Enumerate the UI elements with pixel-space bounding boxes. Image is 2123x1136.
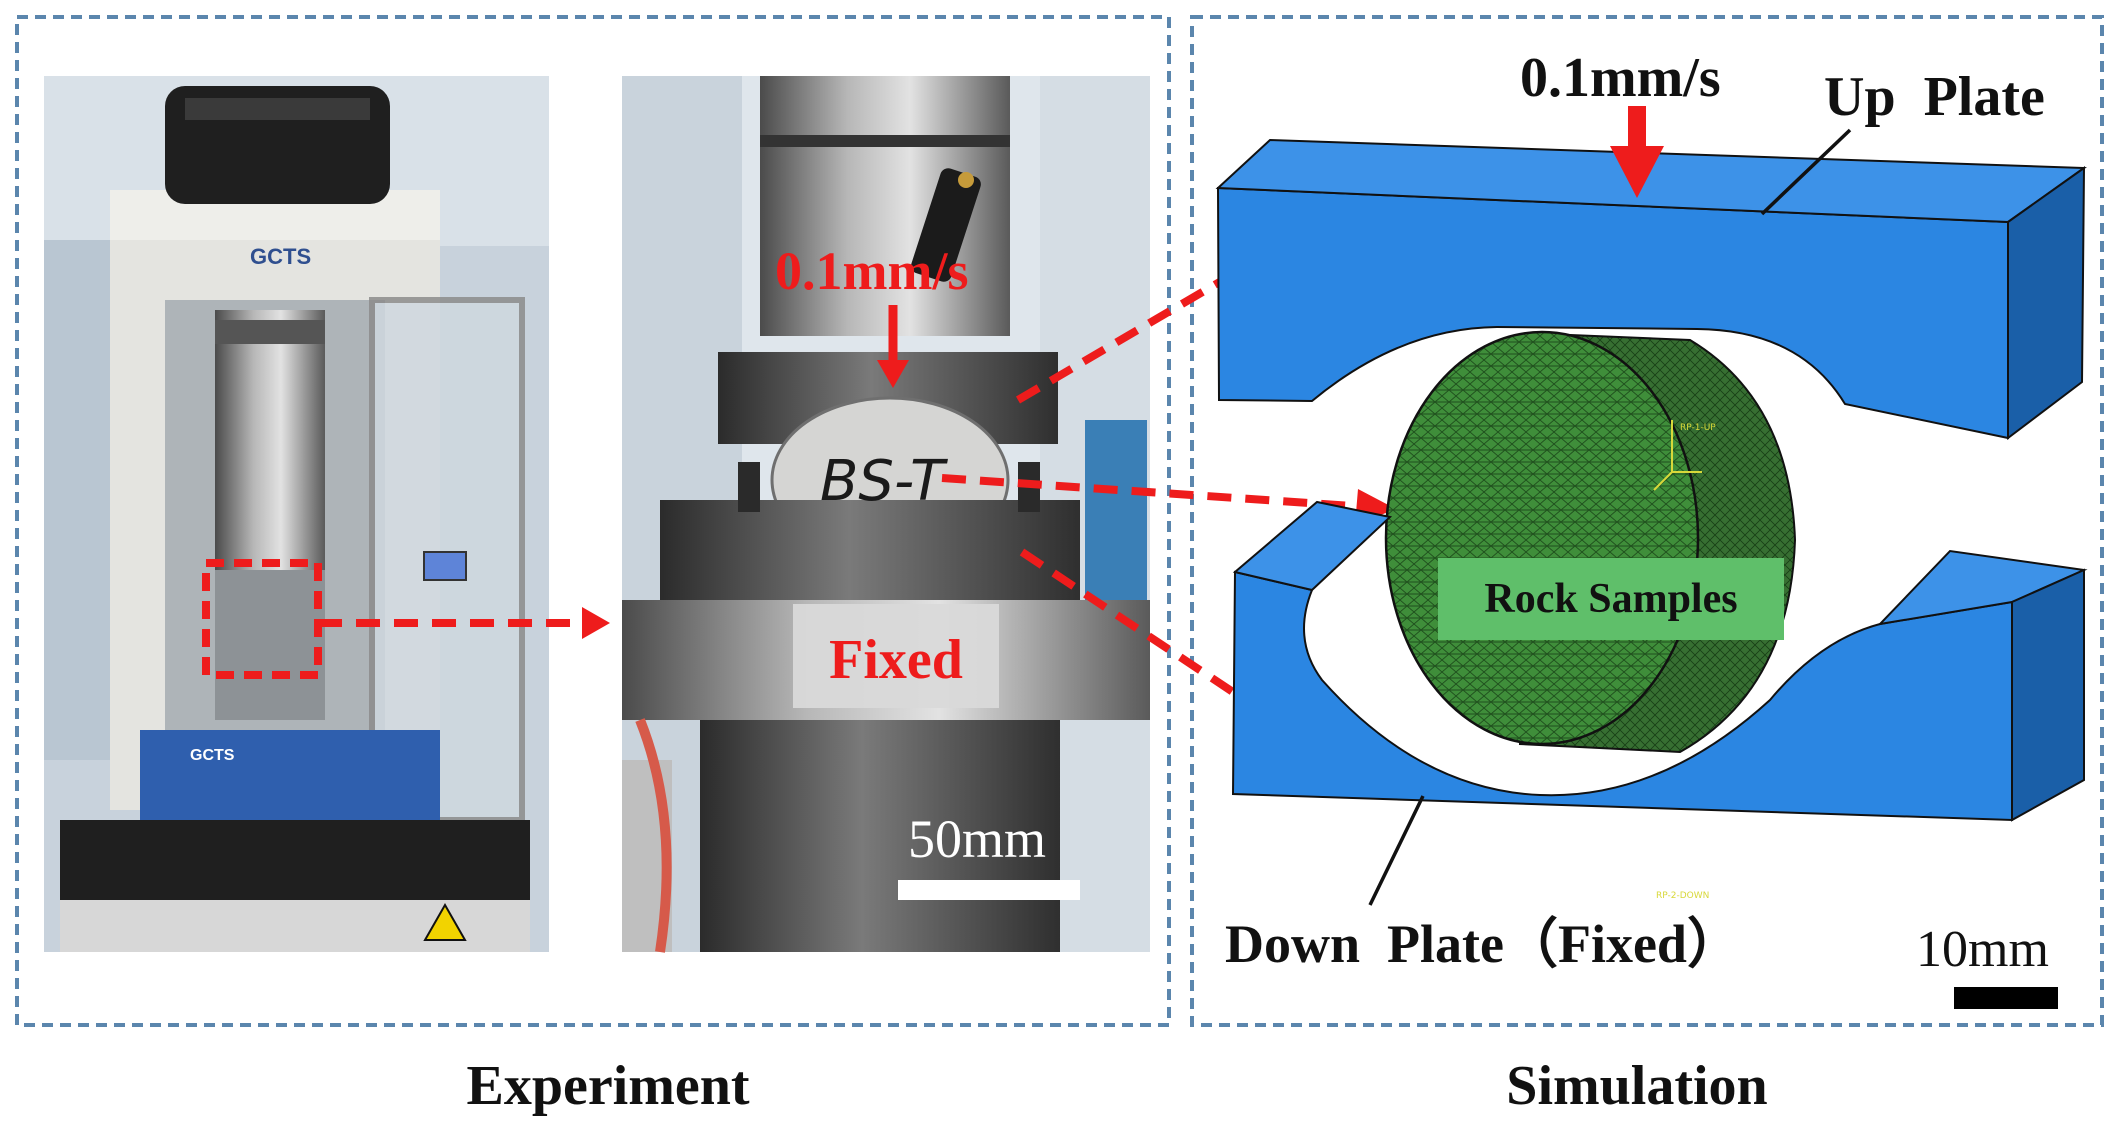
rock-cylinder-face [1384,330,1700,746]
sim-load-arrowhead [1610,146,1664,198]
fixed-label: Fixed [829,629,963,691]
reference-point-label-up: RP-1-UP [1680,423,1716,433]
rock-label: Rock Samples [1484,576,1737,622]
down-plate-top [1232,500,1393,592]
lower-fixture [660,500,1080,600]
reference-point-marker-up [1653,420,1702,491]
brand-logo-top: GCTS [250,244,311,269]
simulation-panel-frame [1190,15,2104,1027]
down-plate-label: Down Plate（Fixed） [1225,914,1741,974]
photo-scale-bar [898,880,1080,900]
experiment-panel-frame [15,15,1171,1027]
up-plate-side [2007,166,2086,441]
down-plate-side [2011,568,2085,822]
photo-testing-machine: GCTS GCTS [44,76,549,952]
up-plate-label: Up Plate [1824,66,2045,128]
specimen-marking: BS-T [820,449,948,514]
photo-closeup: BS-T [622,76,1150,953]
sim-scale-label: 10mm [1916,921,2049,978]
warning-sign-icon [423,902,467,941]
sim-load-arrow-shaft [1628,106,1646,150]
simulation-model: RP-1-UP RP-2-DOWN [1215,138,2088,901]
up-plate-leader [1760,128,1852,216]
connector-to-down-plate [1019,548,1263,714]
rock-label-box [1438,558,1784,640]
photo-load-arrowhead [877,360,909,388]
down-plate-leader [1368,795,1425,906]
simulation-caption: Simulation [1506,1055,1767,1117]
machine-base [140,730,440,820]
sim-speed-label: 0.1mm/s [1520,47,1721,109]
photo-scale-label: 50mm [908,809,1046,869]
sim-scale-bar [1954,987,2058,1009]
zoom-connector-arrowhead [582,607,610,639]
piston [215,310,325,570]
connector-to-rock [941,474,1369,511]
brand-logo-base: GCTS [190,747,235,764]
down-plate-front [1231,570,2013,822]
up-plate-front [1216,186,2009,440]
extensometer [911,168,981,282]
experiment-caption: Experiment [466,1055,749,1117]
photo-speed-label: 0.1mm/s [775,241,968,301]
reference-point-label-down: RP-2-DOWN [1656,891,1709,901]
connector-to-up-plate [1015,266,1243,404]
fixed-label-box [793,604,999,708]
